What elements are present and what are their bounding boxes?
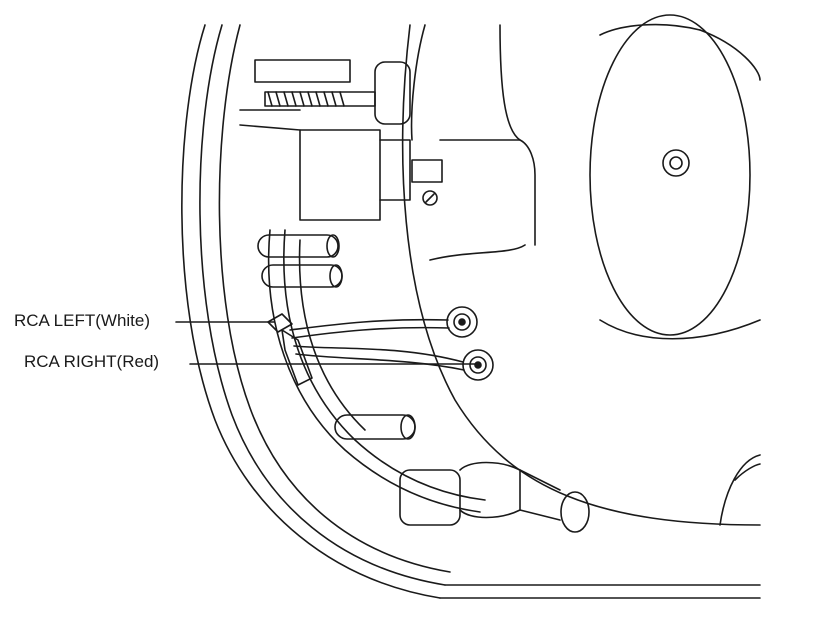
wire-clip [267,313,313,386]
woofer-cone [589,14,761,340]
outer-bezel [181,24,761,599]
rca-jacks [446,306,494,381]
inner-ring [267,229,486,513]
support-pegs [257,234,416,440]
callout-leaders [175,321,479,365]
cable-entry [399,461,590,533]
callout-rca-left: RCA LEFT(White) [14,311,151,330]
callout-rca-right: RCA RIGHT(Red) [24,352,160,371]
clamp-mechanism [239,59,443,221]
rca-wires [289,318,465,371]
baffle-plate [401,24,761,526]
